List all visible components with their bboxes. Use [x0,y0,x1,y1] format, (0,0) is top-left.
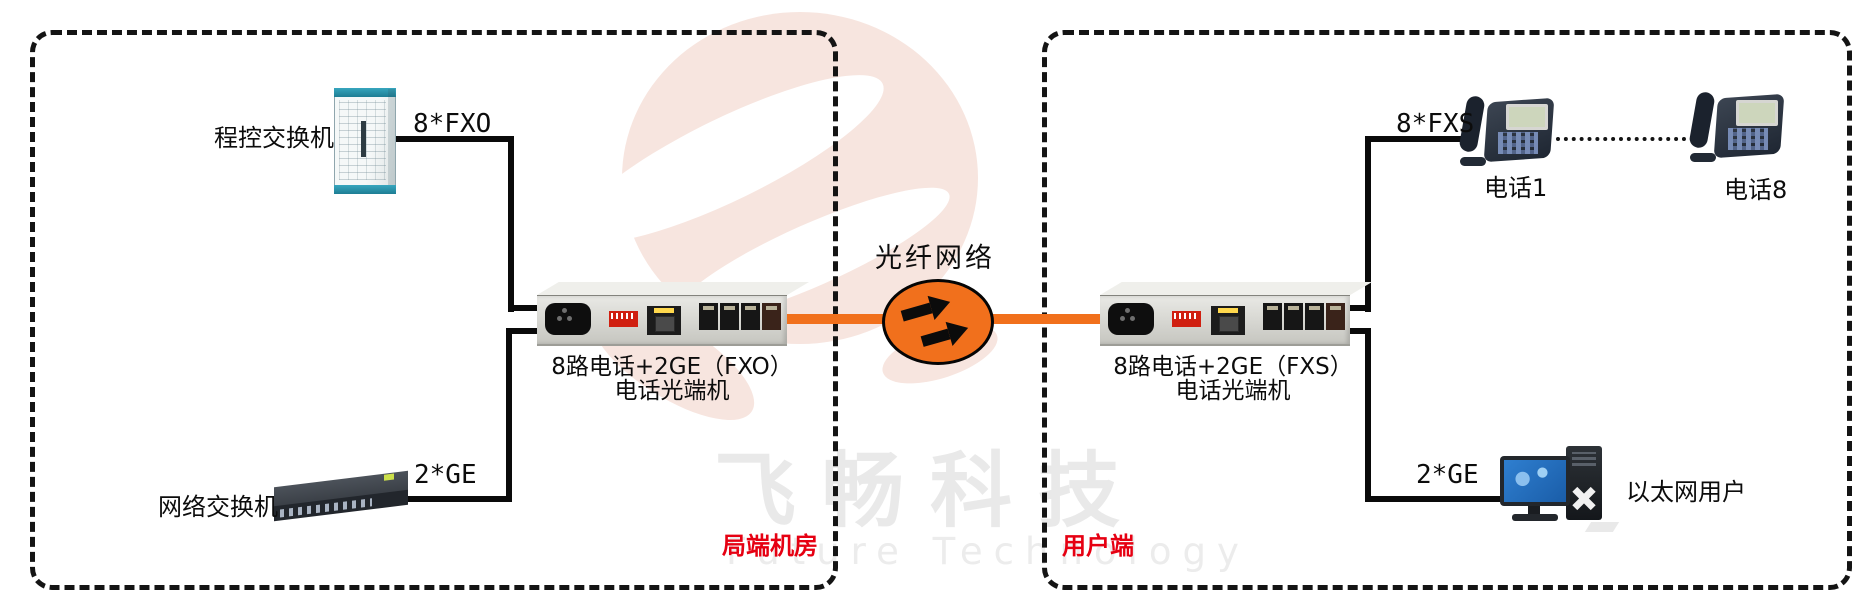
optical-terminal-left-caption-line1: 8路电话+2GE（FXO） [551,354,793,380]
rj45-pins [1309,306,1320,310]
phone-handset [1688,90,1716,150]
socket-pins [1120,316,1125,321]
power-socket-icon [1108,303,1154,335]
ethernet-user-label: 以太网用户 [1626,478,1746,506]
dip-switch-icon [609,311,638,327]
wire-phone-stub [1348,305,1371,311]
sfp-label [654,308,674,313]
wire-pc-vertical [1365,331,1371,502]
wire-switch-stub [506,328,540,334]
sfp-cage [655,316,675,332]
pc-tower [1566,446,1602,520]
sfp-port-icon [1211,306,1245,335]
wire-pc-stub [1348,328,1371,334]
pbx-cabinet-icon [334,88,396,194]
rj45-port-icon [1305,303,1324,330]
phone-keypad [1498,132,1538,154]
user-side-zone-box [1042,30,1852,590]
fxo-link-label: 8*FXO [413,109,492,139]
rj45-port-icon [1284,303,1303,330]
central-office-zone-label: 局端机房 [722,532,818,560]
fxs-link-label: 8*FXS [1396,109,1475,139]
phone-dotted-link [1556,137,1694,141]
wire-switch-vertical [506,331,512,502]
switch-sticker [384,473,394,481]
ge-link-label-right: 2*GE [1416,460,1479,490]
rj45-port-icon [741,303,760,330]
optical-terminal-right-caption-line2: 电话光端机 [1175,378,1291,404]
desktop-computer-icon [1500,446,1620,532]
rj45-pins [1288,306,1299,310]
wire-phone-vertical [1365,136,1371,312]
wire-pbx-vertical [508,136,514,312]
cabinet-slot [361,121,366,157]
optical-terminal-left-caption-line2: 电话光端机 [614,378,730,404]
pc-drive-slots [1572,452,1596,466]
ip-phone-8-icon [1688,86,1785,166]
network-switch-icon [268,470,414,524]
pc-monitor-stand [1528,506,1540,514]
wire-switch-horizontal [404,496,512,502]
rj45-port-icon [1263,303,1282,330]
wire-pbx-stub [508,305,542,311]
brand-watermark-subtitle: Future Technology [726,530,1250,573]
pc-monitor-base [1512,514,1558,521]
dip-stripes [1174,313,1199,319]
network-switch-label: 网络交换机 [158,493,278,521]
sfp-port-icon [647,306,681,335]
pc-keyboard [1584,522,1620,532]
rj45-pins [703,306,714,310]
rj45-pins [745,306,756,310]
central-office-zone-box [30,30,838,590]
fiber-arrows-icon [900,295,969,347]
optical-terminal-right-top [1100,282,1372,295]
dip-stripes [611,313,636,319]
ip-phone-1-icon [1458,90,1555,170]
sfp-label [1218,308,1238,313]
rj45-pins [1267,306,1278,310]
wire-pc-horizontal [1365,496,1507,502]
phone-keypad [1728,128,1768,150]
user-side-zone-label: 用户端 [1062,532,1134,560]
pbx-label: 程控交换机 [214,124,334,152]
phone-screen [1506,104,1548,130]
rj45-port-icon [762,303,781,330]
rj45-pins [1330,306,1341,310]
phone-1-label: 电话1 [1484,174,1548,202]
optical-terminal-left-top [537,282,809,295]
socket-pins [557,316,562,321]
power-socket-icon [545,303,591,335]
phone-hook [1460,157,1486,166]
ge-link-label-left: 2*GE [414,460,477,490]
rj45-pins [766,306,777,310]
pc-screen-worldmap [1504,460,1566,502]
wire-phone-horizontal [1365,136,1467,142]
wire-pbx-horizontal [392,136,514,142]
sfp-cage [1219,316,1239,332]
cabinet-shade [388,89,395,193]
cabinet-bottom-band [334,185,396,194]
brand-watermark-text: 飞畅科技 [714,444,1147,539]
rj45-port-icon [720,303,739,330]
rj45-port-icon [699,303,718,330]
dip-switch-icon [1172,311,1201,327]
phone-hook [1690,153,1716,162]
fiber-network-cloud-icon [882,279,994,365]
optical-terminal-right-caption-line1: 8路电话+2GE（FXS） [1113,354,1353,380]
pc-monitor [1500,456,1570,506]
cabinet-top-band [334,88,396,97]
rj45-port-icon [1326,303,1345,330]
fiber-network-label: 光纤网络 [875,243,995,274]
rj45-pins [724,306,735,310]
phone-8-label: 电话8 [1724,176,1788,204]
phone-screen [1736,100,1778,126]
